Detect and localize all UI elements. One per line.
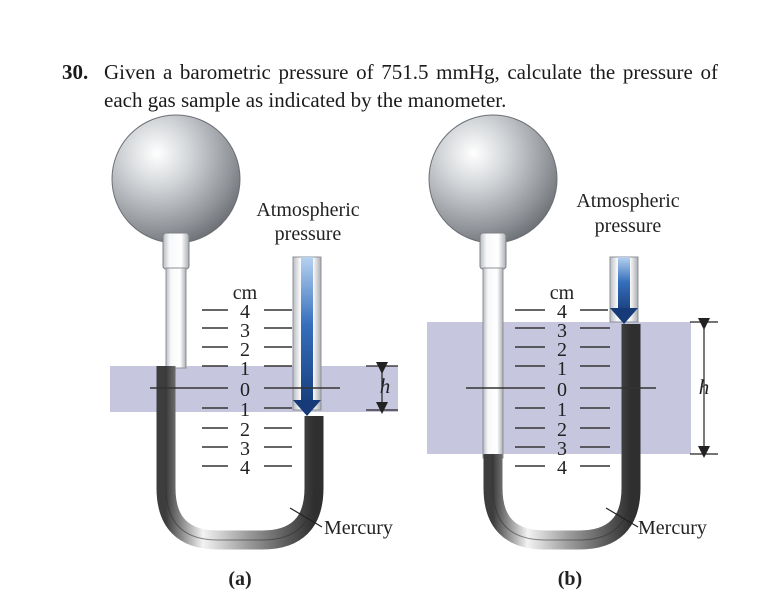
scale-label-b-1: 3 xyxy=(557,320,567,342)
atmospheric-arrow-head-a xyxy=(293,400,321,416)
height-label-b: h xyxy=(699,375,710,399)
mercury-pointer-a xyxy=(289,507,323,528)
scale-ticks-a xyxy=(150,309,340,467)
height-marker-a xyxy=(366,362,398,414)
atmospheric-arrow-head-b xyxy=(610,308,638,324)
scale-label-a-8: 4 xyxy=(240,457,250,479)
scale-label-b-3: 1 xyxy=(557,358,567,380)
scale-label-a-0: 4 xyxy=(240,301,250,323)
scale-ticks-b xyxy=(466,309,656,467)
mercury-pointer-b xyxy=(605,507,639,528)
caption-b: (b) xyxy=(558,568,582,590)
height-label-a: h xyxy=(380,374,391,398)
bulb-neck-b xyxy=(479,232,507,270)
left-tube-a xyxy=(165,267,187,369)
atmospheric-label-b-line1: Atmospheric xyxy=(576,190,679,212)
scale-label-a-3: 1 xyxy=(240,358,250,380)
scale-label-b-2: 2 xyxy=(557,339,567,361)
scale-label-a-2: 2 xyxy=(240,339,250,361)
scale-label-a-1: 3 xyxy=(240,320,250,342)
mercury-label-b: Mercury xyxy=(638,517,707,539)
scale-label-a-6: 2 xyxy=(240,419,250,441)
gas-bulb-a xyxy=(111,114,241,244)
height-marker-b xyxy=(690,318,718,458)
scale-label-b-6: 2 xyxy=(557,419,567,441)
problem-number: 30. xyxy=(62,60,89,84)
scale-label-b-8: 4 xyxy=(557,457,567,479)
atmospheric-label-b-line2: pressure xyxy=(595,215,662,237)
manometer-b: cm 4 3 2 1 0 1 2 3 4 Atmospheric pressur… xyxy=(427,114,718,590)
atmospheric-arrow-shaft-b xyxy=(618,257,630,313)
scale-label-a-4: 0 xyxy=(240,379,250,401)
scale-label-b-0: 4 xyxy=(557,301,567,323)
atmospheric-label-a-line1: Atmospheric xyxy=(256,199,359,221)
unit-label-b: cm xyxy=(550,282,575,304)
scale-label-a-5: 1 xyxy=(240,399,250,421)
bulb-neck-a xyxy=(162,232,190,270)
scale-label-b-4: 0 xyxy=(557,379,567,401)
problem-statement: 30. Given a barometric pressure of 751.5… xyxy=(62,58,718,114)
height-band-a xyxy=(110,366,398,412)
problem-text: Given a barometric pressure of 751.5 mmH… xyxy=(104,60,718,112)
gas-bulb-b xyxy=(428,114,558,244)
scale-label-b-5: 1 xyxy=(557,399,567,421)
scale-label-b-7: 3 xyxy=(557,438,567,460)
mercury-label-a: Mercury xyxy=(324,517,393,539)
atmospheric-arrow-shaft-a xyxy=(301,257,313,407)
unit-label-a: cm xyxy=(233,282,258,304)
left-tube-b xyxy=(482,267,504,459)
atmospheric-label-a-line2: pressure xyxy=(275,223,342,245)
scale-label-a-7: 3 xyxy=(240,438,250,460)
manometer-a: cm 4 3 2 1 0 1 2 3 4 Atmospheric pressur… xyxy=(110,114,398,590)
caption-a: (a) xyxy=(228,568,251,590)
